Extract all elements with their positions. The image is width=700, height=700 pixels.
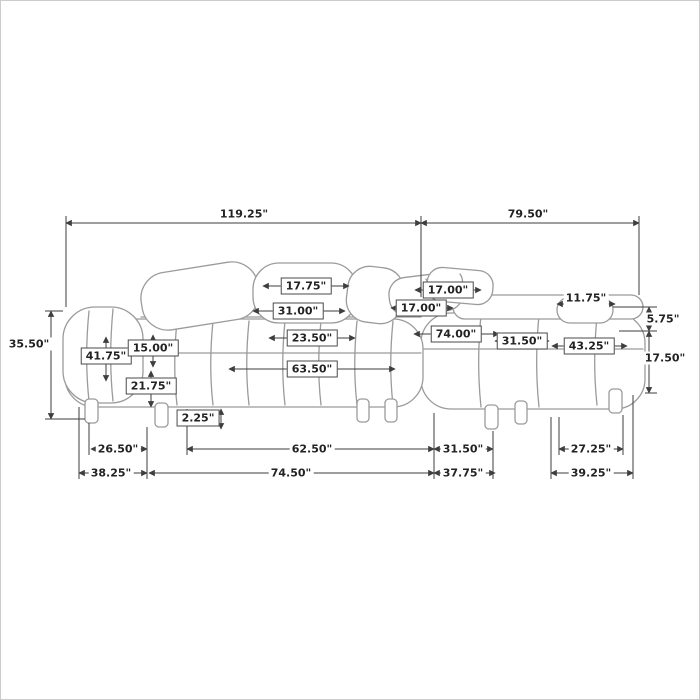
dimension-label-chaise-seat-width: 31.50"	[496, 332, 548, 350]
dimension-label-interior-seat-width: 63.50"	[286, 360, 338, 378]
dimension-label-cushion-thickness: 15.00"	[127, 339, 179, 357]
dimension-label-arm-base-depth: 26.50"	[95, 442, 141, 456]
dimension-label-chaise-foot-width: 27.25"	[568, 442, 614, 456]
dimension-label-overall-width-left: 119.25"	[217, 207, 271, 221]
dimension-label-pillow-width-top: 17.00"	[422, 281, 474, 299]
dimension-label-arm-bolster-length: 11.75"	[563, 291, 609, 305]
dimension-label-sofa-base-width: 74.50"	[268, 466, 314, 480]
dimension-label-seat-depth: 23.50"	[286, 329, 338, 347]
dimension-label-arm-height: 41.75"	[80, 347, 132, 365]
dimension-label-back-cushion-width: 17.75"	[280, 277, 332, 295]
dimension-label-seat-base-width: 62.50"	[289, 442, 335, 456]
dimension-label-chaise-overall-depth: 39.25"	[568, 466, 614, 480]
sofa-legs	[84, 388, 623, 430]
sofa-outline	[62, 261, 646, 430]
dimension-label-pillow-width-bottom: 17.00"	[395, 299, 447, 317]
dimension-label-seat-height: 21.75"	[125, 377, 177, 395]
dimension-label-overall-depth: 35.50"	[6, 337, 52, 351]
dimension-label-overall-width-right: 79.50"	[505, 207, 551, 221]
dimension-label-chaise-side-height: 17.50"	[642, 351, 688, 365]
dimension-label-back-cushion-height: 31.00"	[272, 302, 324, 320]
dimension-label-chaise-base-width: 37.75"	[440, 466, 486, 480]
dimension-label-left-base-depth: 38.25"	[88, 466, 134, 480]
dimension-label-chaise-base-depth: 31.50"	[440, 442, 486, 456]
dimension-label-back-rail-height: 5.75"	[644, 312, 682, 326]
dimension-label-leg-height: 2.25"	[176, 409, 220, 427]
dimension-label-chaise-width: 43.25"	[563, 337, 615, 355]
dimension-label-chaise-length: 74.00"	[430, 325, 482, 343]
